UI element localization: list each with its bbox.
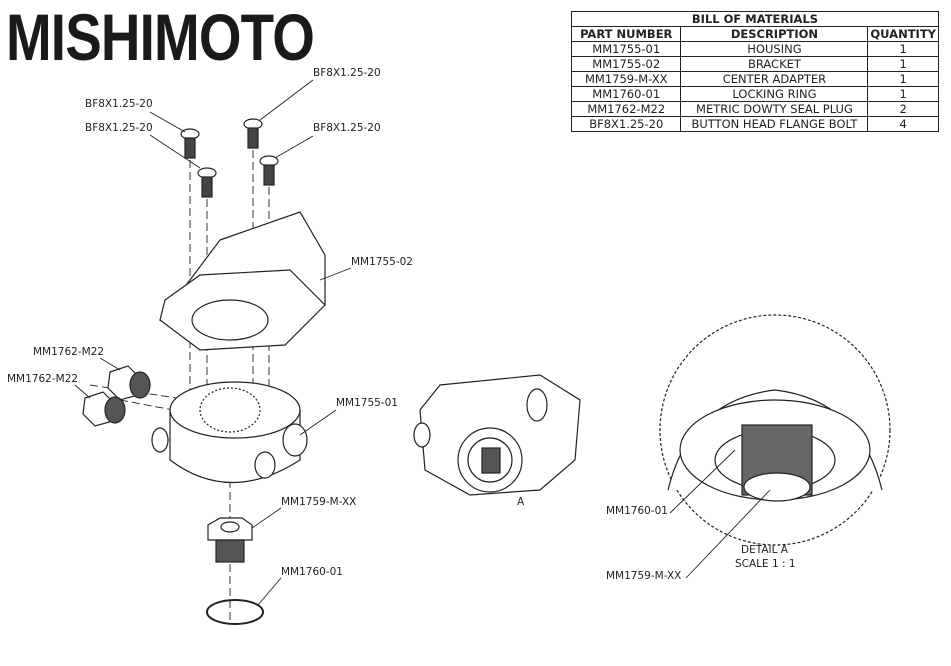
view-a-drawing — [413, 374, 581, 496]
callout-bolt: BF8X1.25-20 — [85, 122, 153, 134]
callout-adapter: MM1759-M-XX — [281, 496, 357, 508]
ring-drawing — [206, 599, 264, 625]
callout-bracket: MM1755-02 — [351, 256, 413, 268]
detail-callout-ring: MM1760-01 — [606, 505, 668, 517]
view-a-label: A — [517, 496, 525, 508]
bom-cell: 4 — [867, 116, 939, 132]
bom-cell: BF8X1.25-20 — [570, 116, 682, 132]
callout-housing: MM1755-01 — [336, 397, 398, 409]
housing-drawing — [151, 381, 308, 483]
bolt-drawing — [180, 118, 279, 198]
detail-scale: SCALE 1 : 1 — [735, 558, 796, 570]
bom-cell: MM1755-01 — [570, 41, 682, 57]
adapter-drawing — [207, 517, 253, 563]
callout-plug: MM1762-M22 — [7, 373, 79, 385]
detail-callout-adapter: MM1759-M-XX — [606, 570, 682, 582]
callout-bolt: BF8X1.25-20 — [85, 98, 153, 110]
bom-cell: CENTER ADAPTER — [680, 71, 869, 87]
detail-title: DETAIL A — [741, 544, 788, 556]
bill-of-materials-table: BILL OF MATERIALS PART NUMBER DESCRIPTIO… — [570, 11, 939, 132]
leader-lines — [74, 79, 771, 606]
bracket-drawing — [158, 211, 326, 351]
bom-cell: MM1755-02 — [570, 56, 682, 72]
brand-logo: MISHIMOTO — [6, 0, 315, 74]
bom-cell: LOCKING RING — [680, 86, 869, 102]
plug-drawing — [82, 365, 151, 427]
bom-header: QUANTITY — [867, 26, 939, 42]
callout-bolt: BF8X1.25-20 — [313, 67, 381, 79]
callout-ring: MM1760-01 — [281, 566, 343, 578]
callout-bolt: BF8X1.25-20 — [313, 122, 381, 134]
detail-a-drawing — [659, 314, 891, 546]
callout-plug: MM1762-M22 — [33, 346, 105, 358]
bom-cell: BUTTON HEAD FLANGE BOLT — [680, 116, 869, 132]
